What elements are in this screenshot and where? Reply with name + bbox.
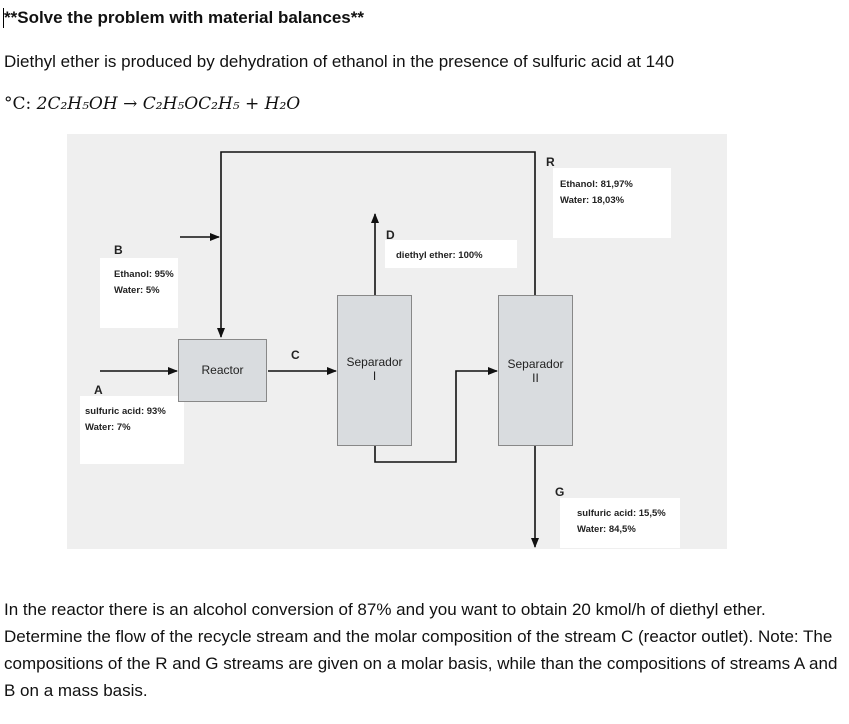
stream-g-comp-acid: sulfuric acid: 15,5% <box>577 508 666 519</box>
stream-r-comp-water: Water: 18,03% <box>560 195 625 206</box>
stream-a-comp-water: Water: 7% <box>85 422 131 433</box>
reaction-equation: 2C₂H₅OH → C₂H₅OC₂H₅ + H₂O <box>36 94 301 114</box>
separator-2-unit: Separador II <box>498 295 573 446</box>
stream-g-name: G <box>555 485 565 499</box>
separator-1-unit: Separador I <box>337 295 412 446</box>
stream-r-name: R <box>546 155 555 169</box>
text-cursor <box>3 8 4 28</box>
stream-a-label-box <box>80 396 184 464</box>
problem-statement: In the reactor there is an alcohol conve… <box>4 600 838 700</box>
stream-a-comp-acid: sulfuric acid: 93% <box>85 406 166 417</box>
stream-b-comp-water: Water: 5% <box>114 285 160 296</box>
separator-2-label: Separador <box>507 357 564 371</box>
reaction-line: °C: 2C₂H₅OH → C₂H₅OC₂H₅ + H₂O <box>4 94 300 114</box>
stream-d-name: D <box>386 228 395 242</box>
reactor-label: Reactor <box>201 363 244 377</box>
stream-a-name: A <box>94 383 103 397</box>
stream-d-label-box <box>385 240 517 268</box>
stream-c-name: C <box>291 348 300 362</box>
stream-d-comp-ether: diethyl ether: 100% <box>396 250 483 261</box>
stream-b-name: B <box>114 243 123 257</box>
stream-r-label-box <box>553 168 671 238</box>
separator-1-number: I <box>372 369 377 383</box>
stream-b-comp-ethanol: Ethanol: 95% <box>114 269 174 280</box>
separator-link-line <box>374 367 498 463</box>
reactor-unit: Reactor <box>178 339 267 402</box>
reaction-prefix: °C: <box>4 94 32 114</box>
stream-g-label-box <box>560 498 680 548</box>
stream-g-comp-water: Water: 84,5% <box>577 524 636 535</box>
separator-1-label: Separador <box>346 355 403 369</box>
problem-title: **Solve the problem with material balanc… <box>4 8 364 27</box>
separator-2-number: II <box>532 371 539 385</box>
stream-r-comp-ethanol: Ethanol: 81,97% <box>560 179 633 190</box>
problem-intro: Diethyl ether is produced by dehydration… <box>4 52 675 71</box>
recycle-stream-line <box>217 151 536 338</box>
stream-b-label-box <box>100 258 178 328</box>
